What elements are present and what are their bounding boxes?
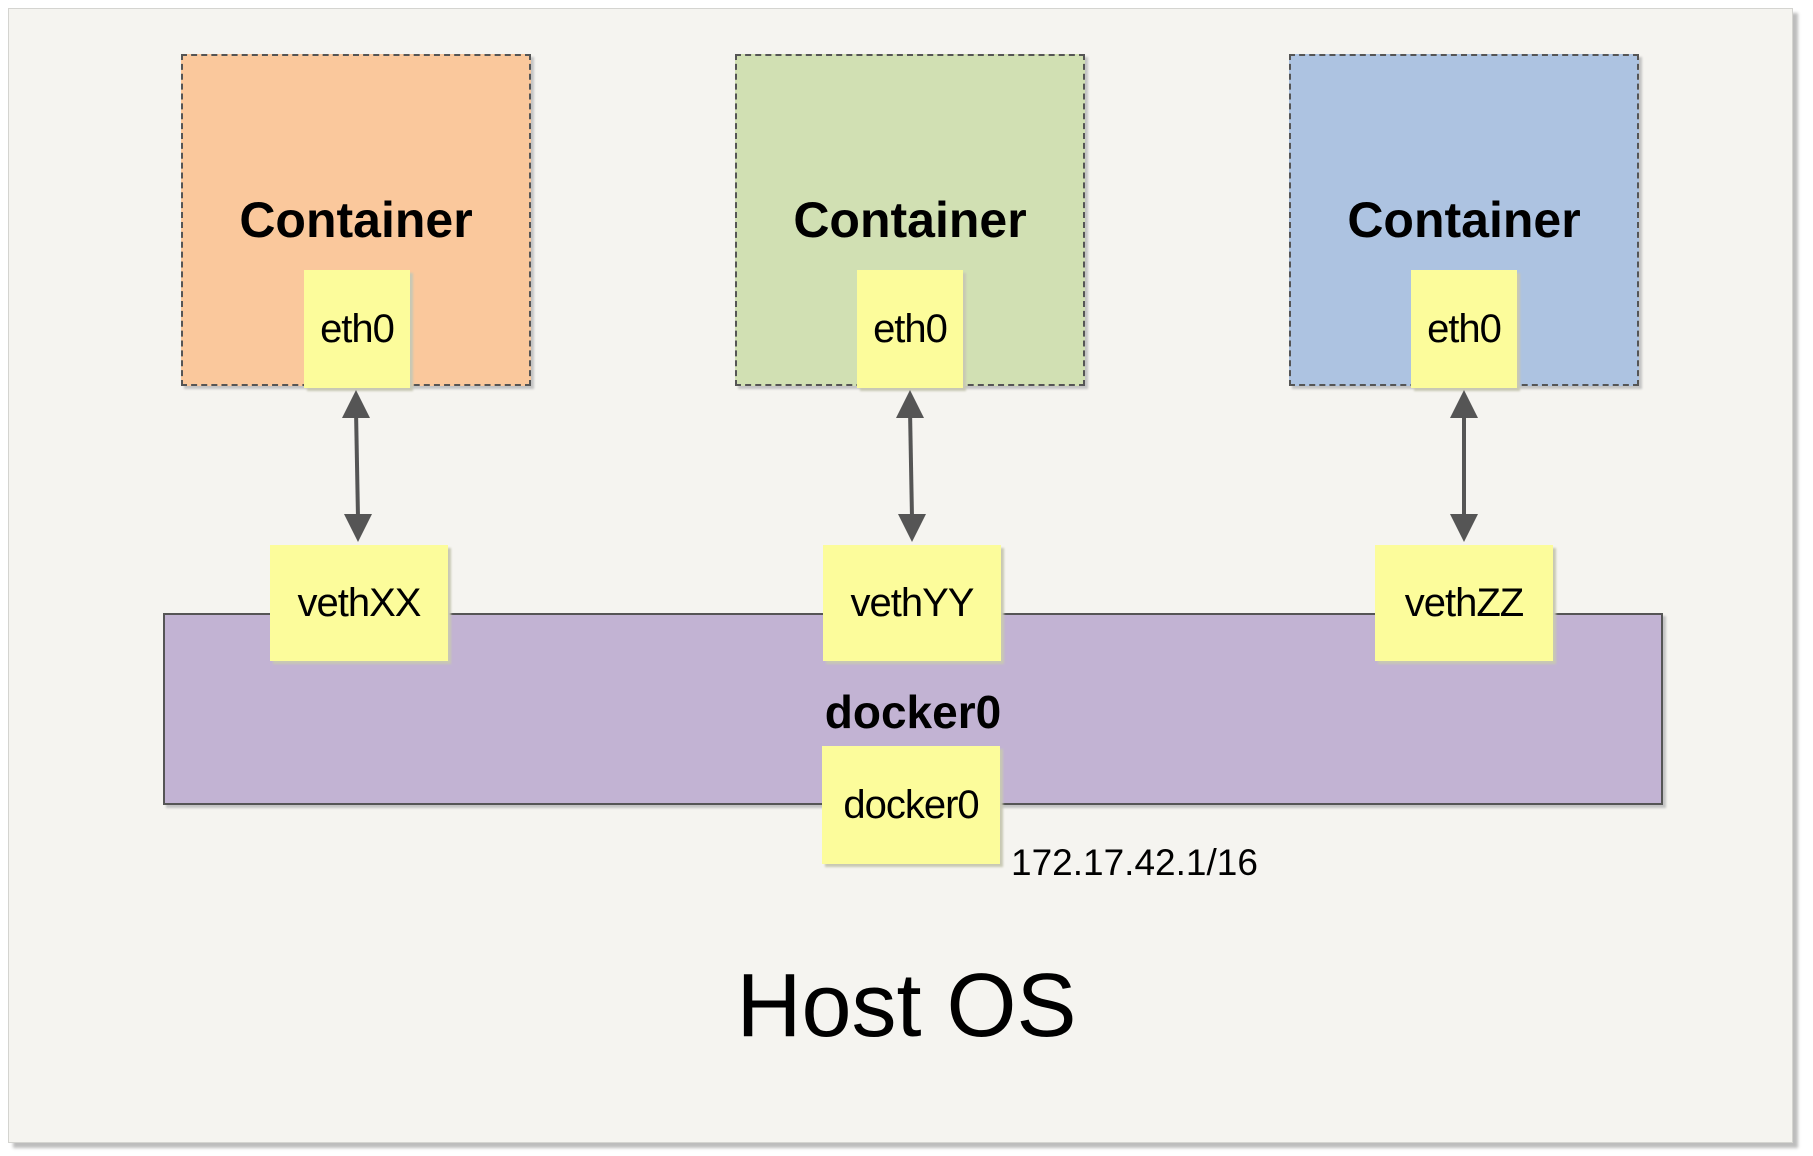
veth-zz-note: vethZZ [1375, 545, 1553, 661]
docker0-bridge-title: docker0 [824, 686, 1002, 738]
host-os-label: Host OS [736, 956, 1077, 1056]
docker0-interface-note: docker0 [822, 746, 1000, 864]
container-1-title: Container [239, 192, 473, 248]
container-2-eth0-note: eth0 [857, 270, 963, 388]
veth-xx-note: vethXX [270, 545, 448, 661]
docker0-ip-label: 172.17.42.1/16 [1011, 842, 1258, 883]
link-arrow-3 [1450, 390, 1478, 542]
container-1-eth0-note: eth0 [304, 270, 410, 388]
veth-yy-note: vethYY [823, 545, 1001, 661]
container-2-title: Container [793, 192, 1027, 248]
link-arrow-1 [342, 390, 372, 542]
container-3-title: Container [1347, 192, 1581, 248]
link-arrow-2 [896, 390, 926, 542]
container-3-eth0-note: eth0 [1411, 270, 1517, 388]
